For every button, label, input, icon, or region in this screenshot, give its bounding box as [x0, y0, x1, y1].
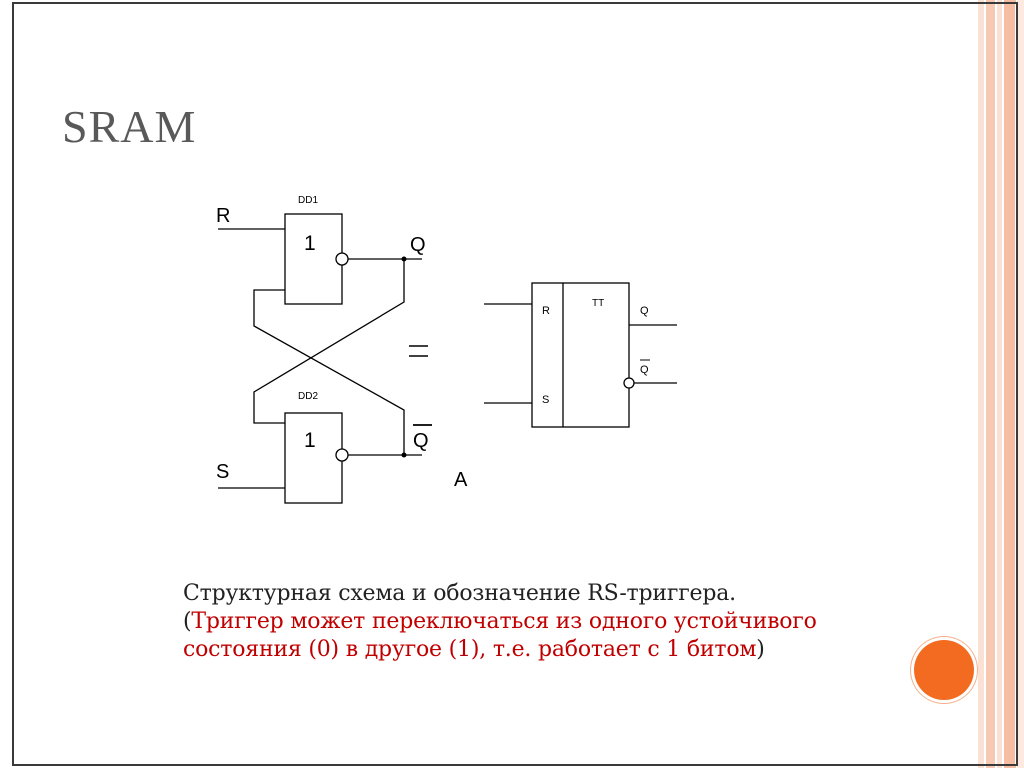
block-r-label: R — [542, 305, 550, 317]
block-qbar-label: Q — [640, 364, 649, 376]
dd2-label: DD2 — [298, 391, 318, 402]
decor-stripe-overlay-a — [978, 0, 984, 768]
frame-bottom-edge — [12, 764, 1018, 766]
gate-dd1-inverter-bubble — [335, 252, 349, 266]
rs-block — [531, 282, 630, 428]
caption-line1: Структурная схема и обозначение RS-тригг… — [183, 581, 736, 606]
block-s-label: S — [542, 394, 549, 406]
frame-right-edge — [1016, 2, 1018, 766]
qbar-output-label: Q — [413, 430, 429, 452]
caption-paren-close: ) — [756, 637, 765, 662]
wire-feedback-q — [253, 259, 405, 424]
junction-dot-qbar — [401, 452, 407, 458]
block-inverter-bubble — [623, 377, 635, 389]
slide-frame — [12, 2, 1018, 766]
gate-dd1 — [284, 213, 343, 305]
label-a: A — [454, 469, 468, 491]
junction-dot-q — [401, 256, 407, 262]
decor-orange-circle — [914, 640, 974, 700]
wire-feedback-qbar — [253, 289, 405, 455]
slide-caption: Структурная схема и обозначение RS-тригг… — [183, 580, 863, 664]
frame-left-edge — [12, 2, 14, 766]
frame-top-edge — [12, 2, 1018, 4]
decor-stripe-overlay-d — [1004, 0, 1015, 768]
dd1-symbol: 1 — [304, 232, 316, 255]
caption-note: (Триггер может переключаться из одного у… — [183, 608, 863, 664]
caption-paren-open: ( — [183, 609, 192, 634]
dd1-label: DD1 — [298, 195, 318, 206]
gate-dd2-inverter-bubble — [335, 448, 349, 462]
decor-stripe-overlay-c — [997, 0, 1002, 768]
s-input-label: S — [216, 461, 229, 483]
caption-red-text: Триггер может переключаться из одного ус… — [183, 609, 817, 662]
block-tt-label: TT — [592, 298, 604, 309]
r-input-label: R — [216, 205, 230, 227]
gate-dd2 — [284, 412, 343, 504]
block-q-label: Q — [640, 305, 649, 317]
decor-stripe-overlay-b — [986, 0, 995, 768]
decor-stripe-5 — [1017, 0, 1024, 768]
slide-title: SRAM — [62, 101, 197, 152]
q-output-label: Q — [410, 234, 426, 256]
dd2-symbol: 1 — [304, 429, 316, 452]
